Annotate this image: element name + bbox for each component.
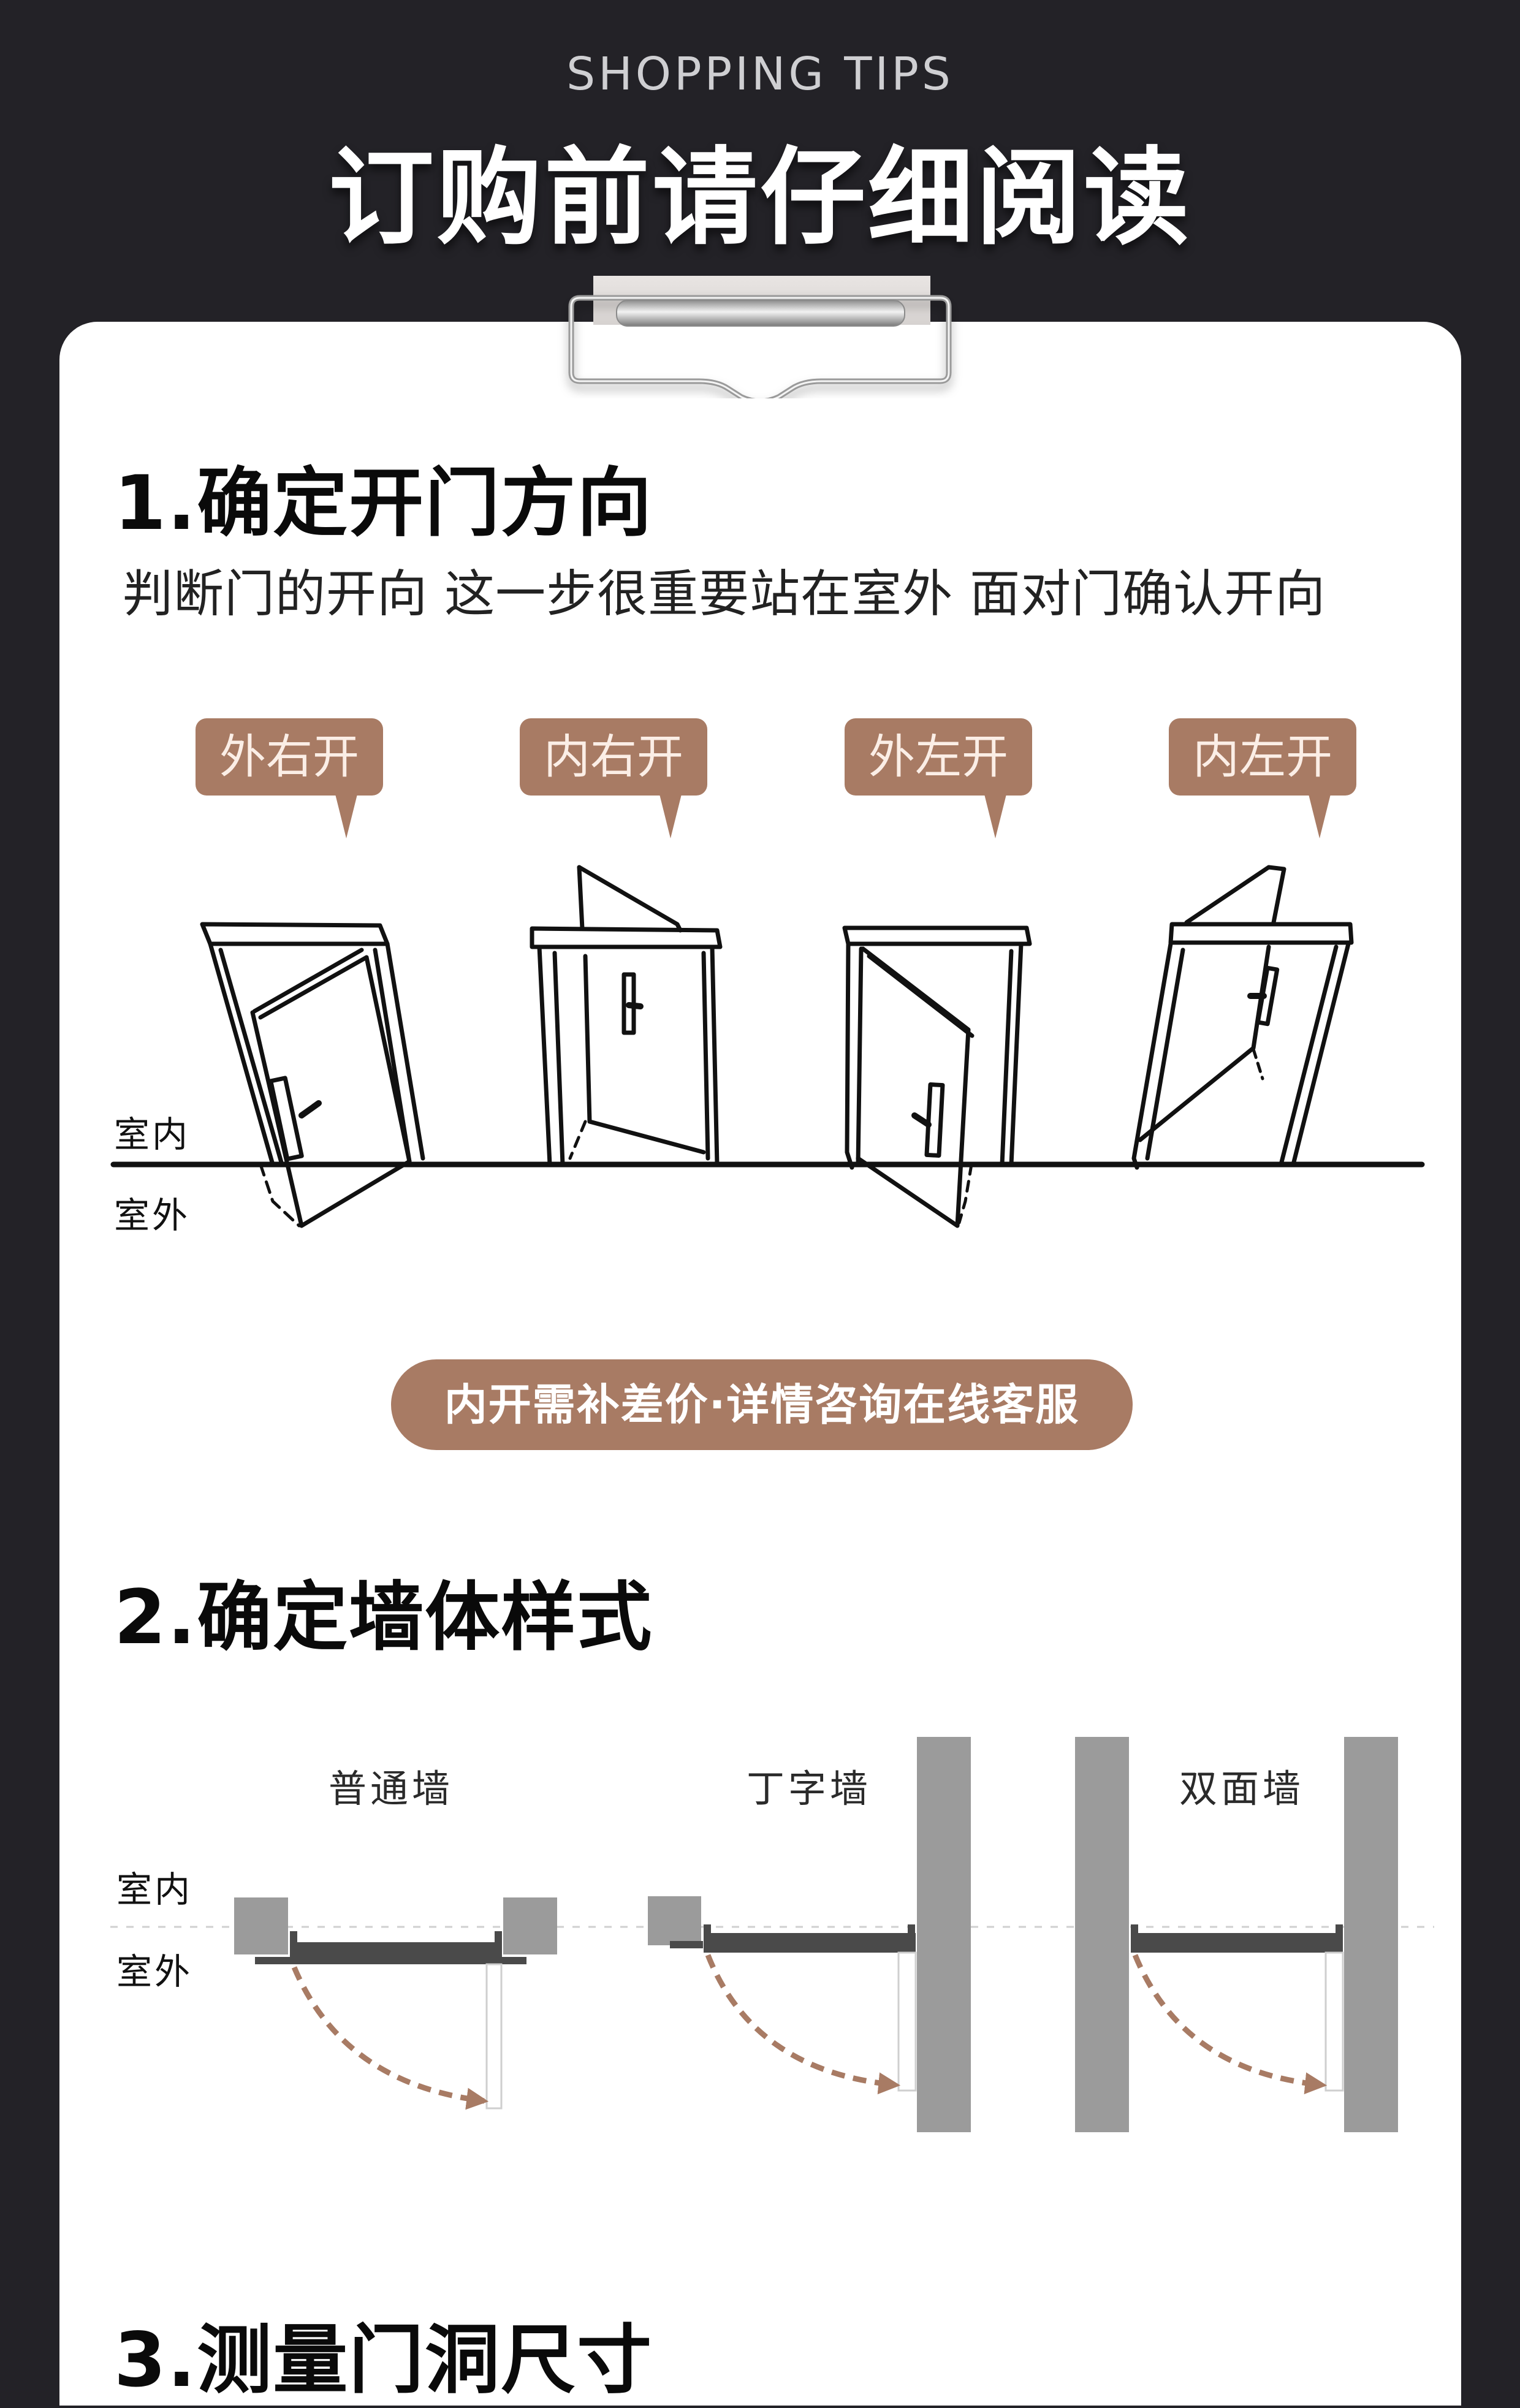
ordinary-wall-diagram-icon <box>234 1897 557 2110</box>
outdoor-label: 室外 <box>114 1195 191 1236</box>
badge-inward-right: 内右开 <box>520 718 707 838</box>
door-inward-right-icon <box>530 865 723 1167</box>
badge-outward-right: 外右开 <box>196 718 383 838</box>
wall-caption-ordinary: 普通墙 <box>329 1766 454 1811</box>
page-title: 订购前请仔细阅读 <box>329 136 1191 259</box>
door-opening-illustration <box>110 865 1425 1228</box>
section2-title: 2.确定墙体样式 <box>114 1574 653 1661</box>
t-shaped-wall-diagram-icon <box>648 1737 971 2132</box>
double-wall-diagram-icon <box>1075 1737 1398 2132</box>
wall-indoor-label: 室内 <box>116 1869 193 1910</box>
badge-pointer-icon <box>1309 794 1331 838</box>
badge-pointer-icon <box>984 794 1006 838</box>
badge-label: 外左开 <box>868 729 1008 784</box>
badge-inward-left: 内左开 <box>1169 718 1356 838</box>
wall-caption-double: 双面墙 <box>1179 1766 1305 1811</box>
badge-pointer-icon <box>659 794 682 838</box>
inward-opening-notice: 内开需补差价·详情咨询在线客服 <box>391 1359 1133 1450</box>
shopping-tips-label: SHOPPING TIPS <box>566 48 954 101</box>
door-outward-right-icon <box>200 922 425 1228</box>
badge-outward-left: 外左开 <box>845 718 1032 838</box>
door-outward-left-icon <box>842 925 1032 1228</box>
clipboard-clip-icon <box>568 276 952 398</box>
wall-types-illustration <box>110 1737 1434 2132</box>
badge-label: 内右开 <box>544 729 683 784</box>
section1-description: 判断门的开向 这一步很重要站在室外 面对门确认开向 <box>123 565 1326 623</box>
indoor-label: 室内 <box>114 1114 191 1155</box>
wall-caption-t-shaped: 丁字墙 <box>747 1766 872 1811</box>
wall-outdoor-label: 室外 <box>116 1951 193 1992</box>
badge-pointer-icon <box>335 794 357 838</box>
badge-label: 外右开 <box>219 729 359 784</box>
section1-title: 1.确定开门方向 <box>114 460 653 547</box>
section3-title: 3.测量门洞尺寸 <box>114 2317 653 2404</box>
door-inward-left-icon <box>1131 865 1354 1170</box>
badge-label: 内左开 <box>1193 729 1332 784</box>
